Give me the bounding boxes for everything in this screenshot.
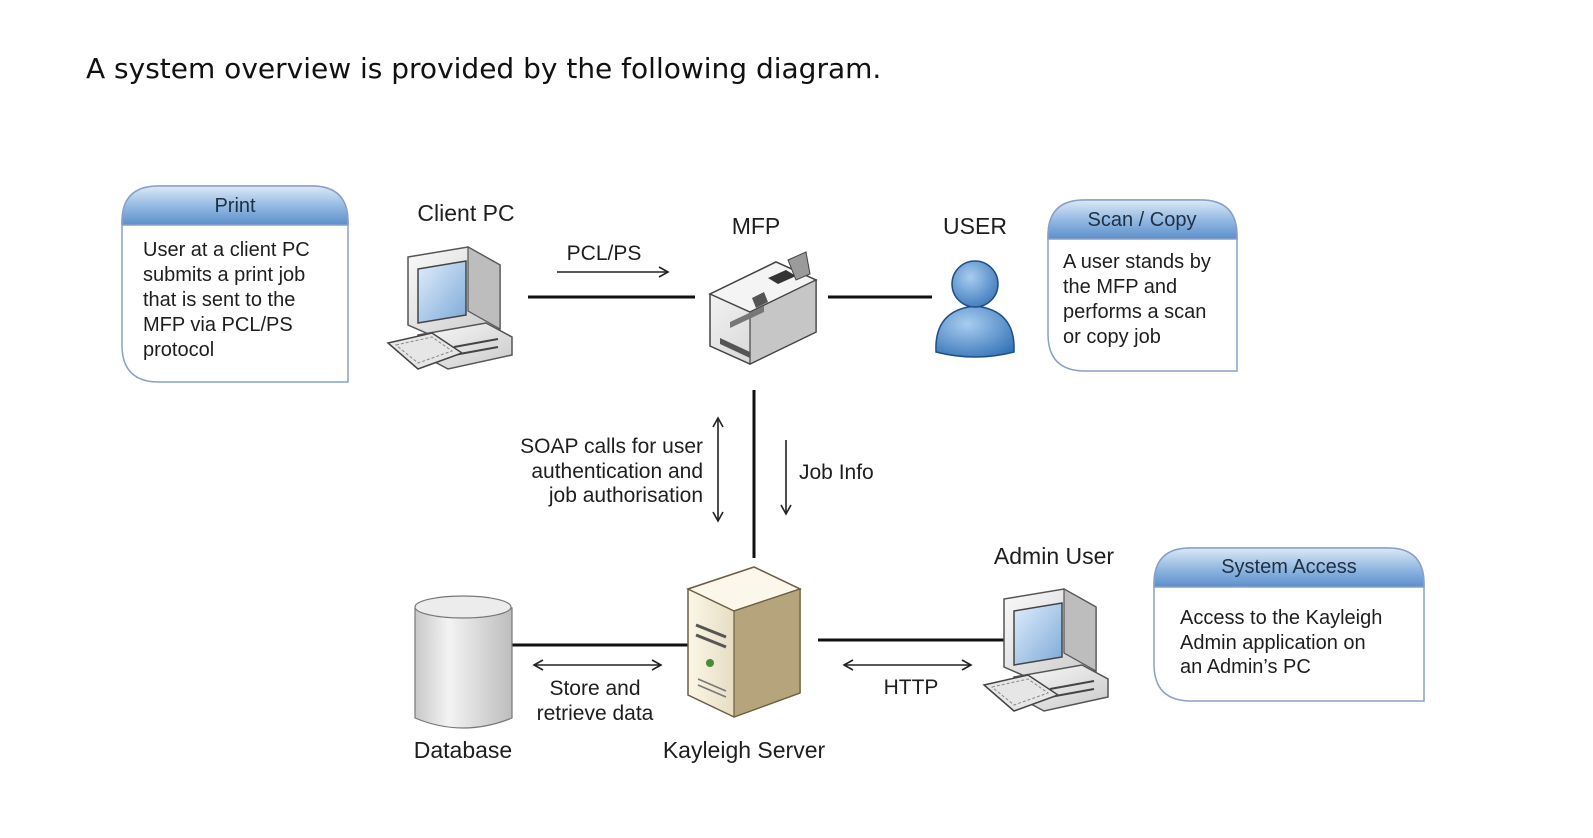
mfp-label: MFP	[732, 213, 781, 239]
user-label: USER	[943, 213, 1007, 239]
intro-text: A system overview is provided by the fol…	[86, 52, 882, 85]
database-icon	[414, 595, 513, 729]
print-card: Print User at a client PC submits a prin…	[121, 185, 349, 383]
store-label-line: Store and	[549, 677, 640, 700]
mfp-icon	[708, 251, 818, 365]
kayleigh-server-icon	[686, 566, 802, 718]
connection-lines	[512, 295, 1012, 647]
client-pc-icon	[386, 245, 513, 370]
system-access-card-line: an Admin’s PC	[1180, 656, 1311, 678]
user-icon	[935, 260, 1015, 358]
admin-user-label: Admin User	[994, 543, 1114, 569]
scan-copy-card-line: performs a scan	[1063, 301, 1206, 323]
scan-copy-card-line: A user stands by	[1063, 251, 1211, 273]
flow-arrows	[532, 266, 973, 671]
print-card-line: submits a print job	[143, 264, 305, 286]
scan-copy-card-line: or copy job	[1063, 326, 1161, 348]
scan-copy-card-line: the MFP and	[1063, 276, 1177, 298]
scan-copy-card: Scan / Copy A user stands by the MFP and…	[1047, 199, 1238, 372]
print-card-line: User at a client PC	[143, 239, 310, 261]
system-access-card: System Access Access to the Kayleigh Adm…	[1153, 547, 1425, 702]
soap-label-line: job authorisation	[548, 484, 703, 507]
system-access-card-line: Admin application on	[1180, 632, 1366, 654]
soap-label-line: SOAP calls for user	[520, 435, 703, 458]
database-label: Database	[414, 737, 512, 763]
store-label-line: retrieve data	[537, 702, 654, 725]
print-card-line: that is sent to the	[143, 289, 295, 311]
soap-label-line: authentication and	[531, 460, 703, 483]
http-label: HTTP	[884, 676, 939, 699]
client-pc-label: Client PC	[417, 200, 514, 226]
system-access-card-title: System Access	[1221, 556, 1357, 578]
scan-copy-card-title: Scan / Copy	[1088, 209, 1197, 231]
kayleigh-server-label: Kayleigh Server	[663, 737, 826, 763]
print-card-line: MFP via PCL/PS	[143, 314, 293, 336]
admin-pc-icon	[982, 587, 1109, 712]
print-card-title: Print	[214, 195, 256, 217]
print-card-line: protocol	[143, 339, 214, 361]
pclps-label: PCL/PS	[567, 242, 642, 265]
system-access-card-line: Access to the Kayleigh	[1180, 607, 1382, 629]
jobinfo-label: Job Info	[799, 461, 874, 484]
